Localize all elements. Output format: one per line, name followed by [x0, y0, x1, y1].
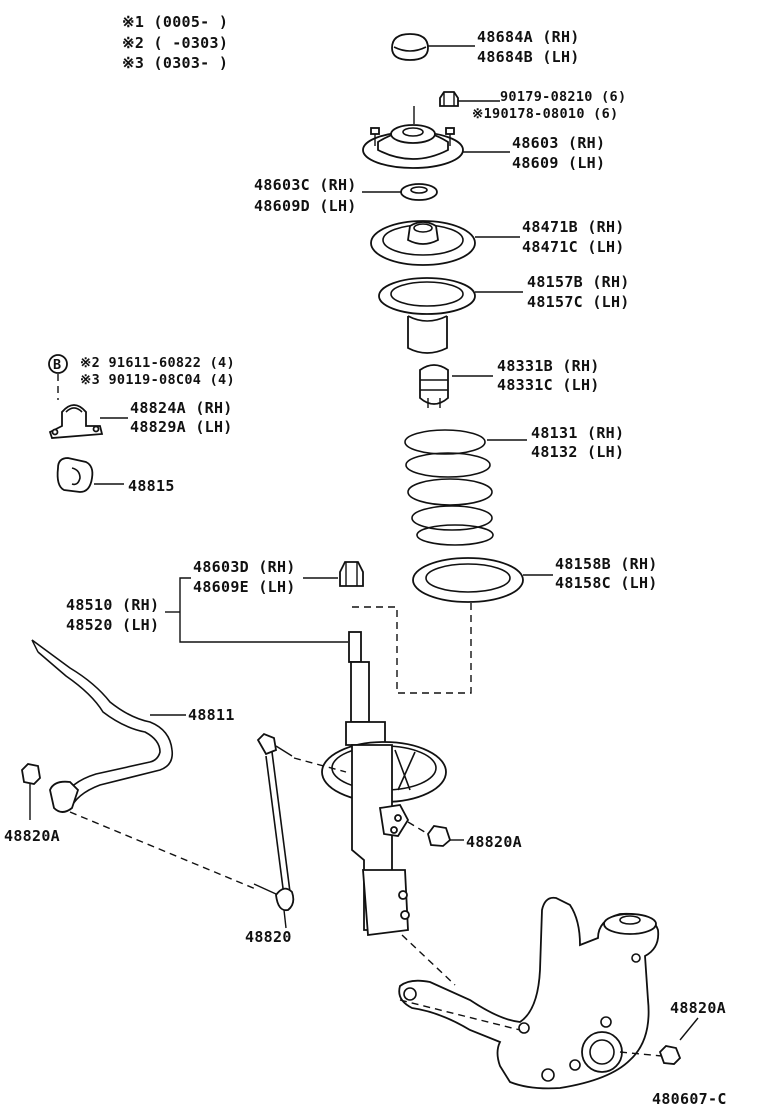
figure-code: 480607-C: [652, 1090, 727, 1108]
coil-spring-48131: [404, 429, 527, 546]
spring-seat-48158: [412, 557, 553, 603]
note-3: ※3 (0303- ): [122, 54, 228, 72]
bracket-48824: [48, 404, 128, 439]
label-48820a-left: 48820A: [4, 827, 60, 845]
label-48811: 48811: [188, 706, 235, 724]
label-91611: ※2 91611-60822 (4): [80, 355, 235, 371]
label-48815: 48815: [128, 477, 175, 495]
notes-block: ※1 (0005- ) ※2 ( -0303) ※3 (0303- ): [122, 13, 228, 72]
label-48520: 48520 (LH): [66, 616, 159, 634]
note-1: ※1 (0005- ): [122, 13, 228, 31]
bolts-b-group: B: [48, 354, 68, 400]
label-48603d: 48603D (RH): [193, 558, 296, 576]
label-48684a: 48684A (RH): [477, 28, 580, 46]
stabilizer-bar-48811: [31, 639, 186, 813]
label-48820: 48820: [245, 928, 292, 946]
label-48609d: 48609D (LH): [254, 197, 357, 215]
label-48603c: 48603C (RH): [254, 176, 357, 194]
label-90178: ※190178-08010 (6): [472, 106, 618, 122]
nut-48603d: [303, 561, 364, 587]
steering-knuckle: [398, 896, 660, 1090]
note-2: ※2 ( -0303): [122, 34, 228, 52]
nut-90179: [439, 91, 500, 107]
dust-boot-48157: [378, 277, 523, 354]
bushing-48815: [56, 457, 124, 493]
label-48820a-mid: 48820A: [466, 833, 522, 851]
label-48603: 48603 (RH): [512, 134, 605, 152]
label-48510: 48510 (RH): [66, 596, 159, 614]
label-48820a-right: 48820A: [670, 999, 726, 1017]
label-48471b: 48471B (RH): [522, 218, 625, 236]
label-48331b: 48331B (RH): [497, 357, 600, 375]
label-48609e: 48609E (LH): [193, 578, 296, 596]
label-48684b: 48684B (LH): [477, 48, 580, 66]
label-48158b: 48158B (RH): [555, 555, 658, 573]
nut-48820a-mid: [407, 821, 464, 847]
shock-absorber-48510: [321, 631, 447, 937]
b-marker-label: B: [53, 357, 61, 373]
leader-48510: [165, 577, 348, 643]
nut-48820a-left: [21, 763, 41, 820]
dust-cap-48684: [391, 33, 475, 61]
spring-insulator-48471: [370, 220, 520, 266]
stabilizer-link-48820: [253, 732, 295, 929]
washer-48603c: [362, 183, 438, 201]
label-48158c: 48158C (LH): [555, 574, 658, 592]
label-48132: 48132 (LH): [531, 443, 624, 461]
strut-mount-48603: [362, 106, 510, 169]
label-48331c: 48331C (LH): [497, 376, 600, 394]
label-90119: ※3 90119-08C04 (4): [80, 372, 235, 388]
nut-48820a-right: [658, 1017, 699, 1065]
label-48157c: 48157C (LH): [527, 293, 630, 311]
bump-stopper-48331: [419, 364, 493, 408]
label-48131: 48131 (RH): [531, 424, 624, 442]
label-90179: 90179-08210 (6): [500, 89, 626, 105]
label-48471c: 48471C (LH): [522, 238, 625, 256]
label-48157b: 48157B (RH): [527, 273, 630, 291]
label-48609: 48609 (LH): [512, 154, 605, 172]
label-48829a: 48829A (LH): [130, 418, 233, 436]
label-48824a: 48824A (RH): [130, 399, 233, 417]
